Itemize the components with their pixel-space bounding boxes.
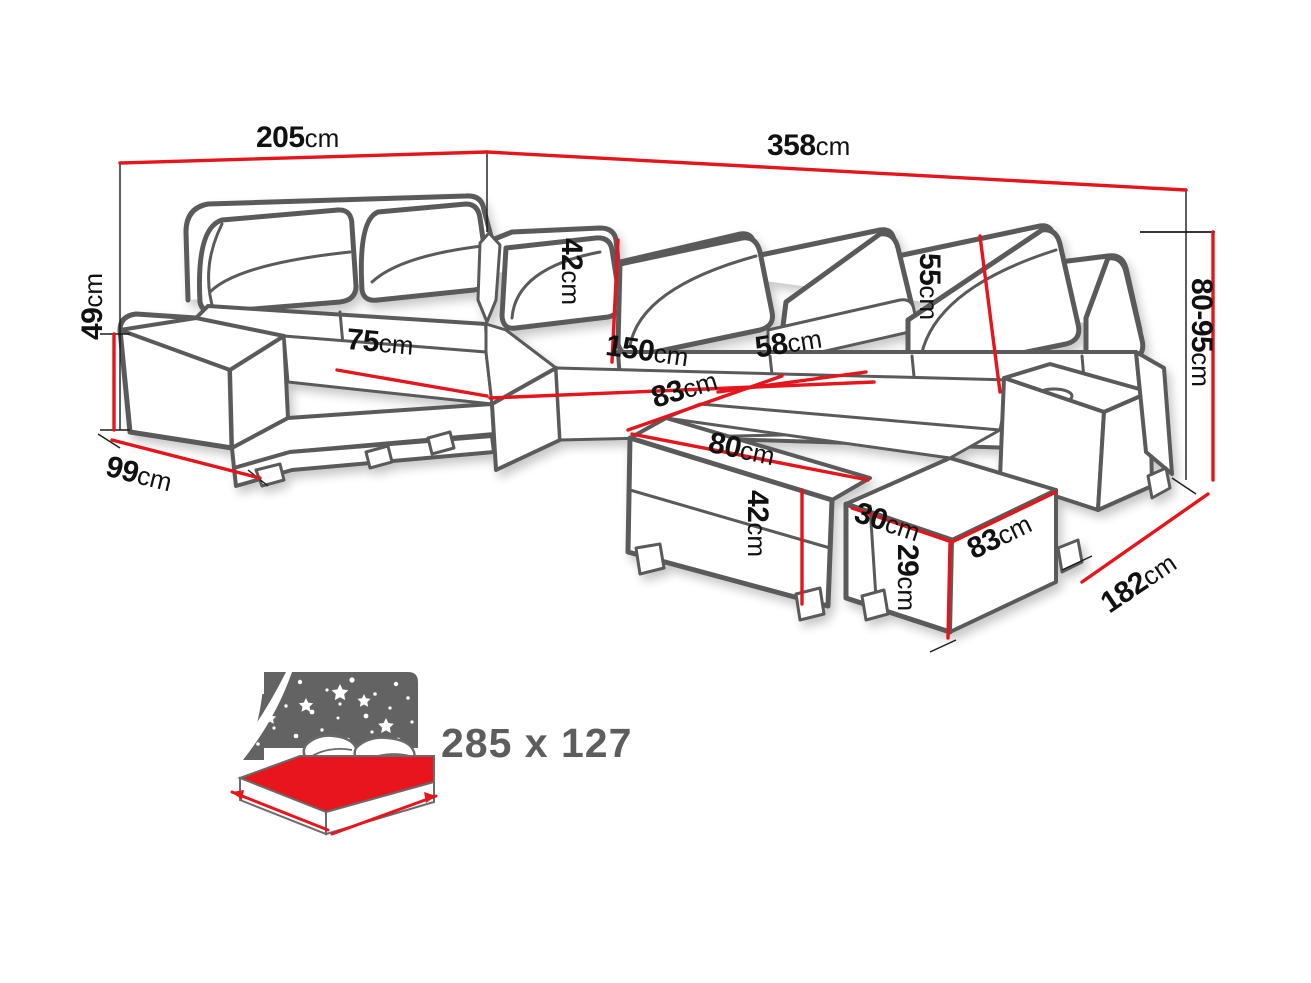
right-outer-side bbox=[1134, 350, 1174, 476]
dimline-55 bbox=[978, 234, 1002, 394]
dim-label-42-backrest: 42cm bbox=[555, 238, 588, 306]
dim-label-358: 358cm bbox=[767, 129, 851, 162]
sofa-illustration bbox=[117, 193, 1174, 635]
dimline-29 bbox=[946, 542, 952, 640]
leader-182-b bbox=[1171, 477, 1197, 495]
dim-label-42-chaise: 42cm bbox=[741, 490, 774, 558]
dim-label-29: 29cm bbox=[891, 544, 924, 612]
dimline-75 bbox=[335, 368, 489, 398]
arrowhead-side bbox=[424, 792, 436, 803]
pillow-left-crease bbox=[311, 747, 353, 757]
night-sky-panel bbox=[264, 672, 418, 748]
corner-right-headrest-crease bbox=[510, 250, 602, 320]
mattress-right-side bbox=[325, 780, 435, 836]
dimline-182 bbox=[1080, 492, 1210, 584]
leg-left-1 bbox=[254, 462, 286, 488]
dimline-80 bbox=[630, 432, 870, 482]
left-headrest-crease bbox=[208, 250, 352, 294]
ottoman-right-face bbox=[948, 488, 1058, 634]
sofa-body-group bbox=[117, 193, 1174, 635]
left-mid-headrest-crease bbox=[370, 244, 484, 284]
left-mid-headrest-cushion bbox=[358, 201, 491, 303]
dim-label-49: 49cm bbox=[76, 272, 109, 340]
stars-group bbox=[250, 677, 414, 754]
leg-right-outer bbox=[1146, 466, 1172, 500]
corner-wedge-cushion bbox=[476, 231, 502, 324]
left-headrest-edge bbox=[207, 222, 224, 314]
dimline-42-back bbox=[610, 238, 620, 364]
right-headrest-1-crease bbox=[628, 254, 758, 348]
dimline-205 bbox=[118, 150, 489, 165]
leg-ottoman-1 bbox=[860, 588, 890, 622]
mattress-dim-arrows bbox=[230, 790, 438, 836]
leg-left-2 bbox=[364, 444, 394, 470]
bed-night-icon bbox=[230, 672, 438, 836]
dimline-30 bbox=[850, 506, 954, 544]
dimline-150 bbox=[488, 380, 876, 400]
dim-label-80-95: 80-95cm bbox=[1185, 278, 1218, 387]
leader-182-a bbox=[1061, 555, 1093, 571]
ottoman-inner-seam bbox=[868, 504, 878, 600]
arrowhead-front bbox=[232, 790, 244, 800]
leg-left-3 bbox=[426, 430, 456, 456]
leg-right-console bbox=[1056, 538, 1084, 574]
dim-label-55: 55cm bbox=[913, 253, 946, 321]
chaise-front-left bbox=[625, 435, 835, 609]
dimline-99 bbox=[110, 438, 262, 480]
dimension-lines bbox=[110, 150, 1215, 640]
mattress-arrow-side bbox=[330, 794, 438, 836]
leg-chaise-2 bbox=[794, 586, 826, 622]
chaise-front-seam bbox=[628, 488, 832, 550]
dim-label-75: 75cm bbox=[345, 323, 415, 361]
sleeping-area-label: 285 x 127 bbox=[441, 720, 633, 766]
dimline-358 bbox=[485, 150, 1188, 192]
leader-29-a bbox=[929, 639, 957, 653]
leader-99-a bbox=[97, 433, 121, 449]
mattress-arrow-front bbox=[230, 790, 330, 832]
right-headrest-3-crease bbox=[918, 248, 1058, 364]
leg-chaise-1 bbox=[634, 542, 666, 576]
dimline-83-upper bbox=[626, 374, 784, 432]
dimline-83-ottoman bbox=[950, 490, 1058, 544]
dim-label-205: 205cm bbox=[256, 121, 340, 154]
